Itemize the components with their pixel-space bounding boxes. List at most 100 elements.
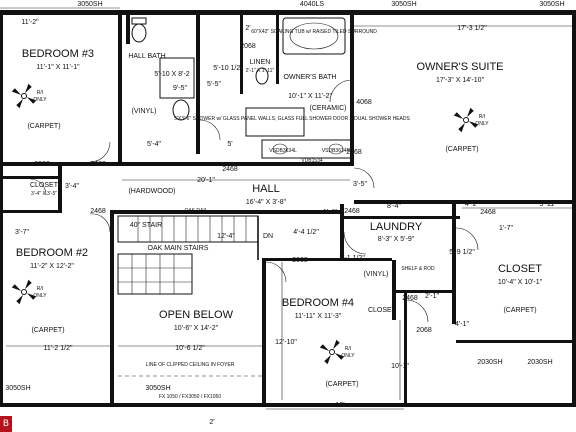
fan-ri-label: R/I	[37, 286, 43, 292]
dim-4068-a: 4068	[356, 99, 372, 106]
dim-2468-b: 2468	[90, 208, 106, 215]
fx-windows-label: FX 1050 / FX3050 / FX1050	[159, 394, 221, 400]
dim-1-7: 1'-7"	[499, 225, 513, 232]
bedroom2-name: BEDROOM #2	[16, 247, 88, 259]
dim-bot-3050-left: 3050SH	[5, 385, 30, 392]
dim-3-1: 3'-1 1/2"	[339, 255, 365, 262]
owners-suite-floor: (CARPET)	[445, 146, 478, 153]
dim-4-4: 4'-4 1/2"	[293, 229, 319, 236]
dim-top-3050-far: 3050SH	[539, 1, 564, 8]
vanity-left-label: VSDB3634L	[269, 148, 297, 154]
bedroom4-name: BEDROOM #4	[282, 297, 354, 309]
closet-large-name: CLOSET	[498, 263, 542, 275]
dim-4-1: 4'-1"	[455, 321, 469, 328]
laundry-floor: (VINYL)	[364, 271, 389, 278]
dim-9-5: 9'-5"	[173, 85, 187, 92]
dim-10-6: 10'-6 1/2"	[175, 345, 205, 352]
dim-5-10: 5'-10 1/2"	[213, 65, 243, 72]
bedroom4-floor: (CARPET)	[325, 381, 358, 388]
fan-only-label: ONLY	[341, 353, 355, 359]
vanity-mid-label: VDB1534	[301, 158, 323, 164]
dim-17-3: 17'-3 1/2"	[457, 25, 487, 32]
room-labels: BEDROOM #3 11'-1" X 11'-1" (CARPET) HALL…	[16, 48, 543, 388]
tub-note: 60"X42" SOAKING TUB w/ RAISED TILED SURR…	[251, 29, 377, 35]
bedroom3-floor: (CARPET)	[27, 123, 60, 130]
dim-20-1: 20'-1"	[197, 177, 215, 184]
dim-11-2-half: 11'-2 1/2"	[44, 345, 74, 352]
dim-1-4: 1'-4"	[323, 209, 337, 216]
bedroom2-floor: (CARPET)	[31, 327, 64, 334]
dim-bot-2030-a: 2030SH	[477, 359, 502, 366]
owners-suite-name: OWNER'S SUITE	[416, 61, 503, 73]
dim-2a: 2'	[209, 419, 214, 426]
clipped-ceiling-label: LINE OF CLIPPED CEILING IN FOYER	[146, 362, 235, 368]
vanity-right-label: VSDB3634R	[322, 148, 351, 154]
dim-2068-a: 2068	[34, 161, 50, 168]
hall-bath-floor: (VINYL)	[132, 108, 157, 115]
closet-small-name: CLOSET	[30, 182, 59, 189]
dim-3-5: 3'-5"	[353, 181, 367, 188]
dim-5-9: 5'-9 1/2"	[449, 249, 475, 256]
dim-top-3050-right: 3050SH	[391, 1, 416, 8]
bedroom3-size: 11'-1" X 11'-1"	[36, 64, 80, 71]
dim-8-4: 8'-4"	[387, 203, 401, 210]
dimension-labels: 3050SH 4040LS 3050SH 3050SH 11'-2" 17'-3…	[5, 1, 564, 426]
fan-ri-label: R/I	[479, 114, 485, 120]
fan-ri-label: R/I	[37, 90, 43, 96]
dim-12: 12'	[335, 402, 344, 409]
dim-2468-e: 2468	[344, 208, 360, 215]
dim-bot-2030-b: 2030SH	[527, 359, 552, 366]
dim-10-1: 10'-1"	[391, 363, 409, 370]
dim-4-2: 4'-2"	[465, 201, 479, 208]
oak-main-stairs-label: OAK MAIN STAIRS	[148, 245, 209, 252]
dim-2468-c: 2468	[222, 166, 238, 173]
linen-size: 2'-1" X 1'-11"	[246, 68, 275, 74]
fixture-notes: 60"X42" SOAKING TUB w/ RAISED TILED SURR…	[130, 29, 435, 400]
fan-only-label: ONLY	[33, 293, 47, 299]
owners-bath-size: 10'-1" X 11'-2"	[288, 93, 332, 100]
closet-b4-name: CLOSET	[368, 307, 397, 314]
dim-2468-d: 2468	[346, 149, 362, 156]
fan-only-label: ONLY	[475, 121, 489, 127]
walls	[0, 10, 576, 407]
dim-11-2: 11'-2"	[21, 19, 39, 26]
closet-small-size: 3'-4" X 3'-5"	[31, 191, 57, 197]
owners-bath-name: OWNER'S BATH	[284, 74, 337, 81]
fan-only-label: ONLY	[33, 97, 47, 103]
dim-5-11: 5'-11"	[539, 201, 557, 208]
shelf-note-label: SHELF & ROD	[401, 266, 435, 272]
detail-lines	[0, 7, 572, 410]
dim-2468-f: 2468	[480, 209, 496, 216]
hall-bath-size: 5'-10 X 8'-2	[154, 71, 189, 78]
dim-2068-c: 2068	[292, 257, 308, 264]
dim-2068-d: 2068	[416, 327, 432, 334]
bedroom2-size: 11'-2" X 12'-2"	[30, 263, 74, 270]
dim-3-7: 3'-7"	[15, 229, 29, 236]
dim-2468-a: 2468	[90, 161, 106, 168]
brand-watermark: B	[0, 416, 12, 432]
dim-12-10: 12'-10"	[275, 339, 297, 346]
dim-2068-b: 2068	[240, 43, 256, 50]
owners-suite-size: 17'-3" X 14'-10"	[436, 77, 485, 84]
closet-large-size: 10'-4" X 10'-1"	[498, 279, 543, 286]
dim-3-4: 3'-4"	[65, 183, 79, 190]
dim-5-4: 5'-4"	[147, 141, 161, 148]
dim-2-1: 2'-1"	[425, 293, 439, 300]
shower-note: 5'X3'-6" SHOWER w/ GLASS PANEL WALLS, GL…	[174, 116, 410, 122]
laundry-size: 8'-3" X 5'-9"	[378, 236, 415, 243]
dim-bot-3050-mid: 3050SH	[145, 385, 170, 392]
linen-name: LINEN	[250, 59, 271, 66]
dim-5-5: 5'-5"	[207, 81, 221, 88]
dim-top-4040: 4040LS	[300, 1, 324, 8]
bedroom4-size: 11'-11" X 11'-3"	[295, 313, 342, 320]
hall-name: HALL	[252, 183, 280, 195]
dim-2: 2'	[245, 25, 250, 32]
closet-large-floor: (CARPET)	[503, 307, 536, 314]
hall-bath-name: HALL BATH	[128, 53, 165, 60]
oak-rail-label: OAK RAIL	[184, 208, 207, 214]
